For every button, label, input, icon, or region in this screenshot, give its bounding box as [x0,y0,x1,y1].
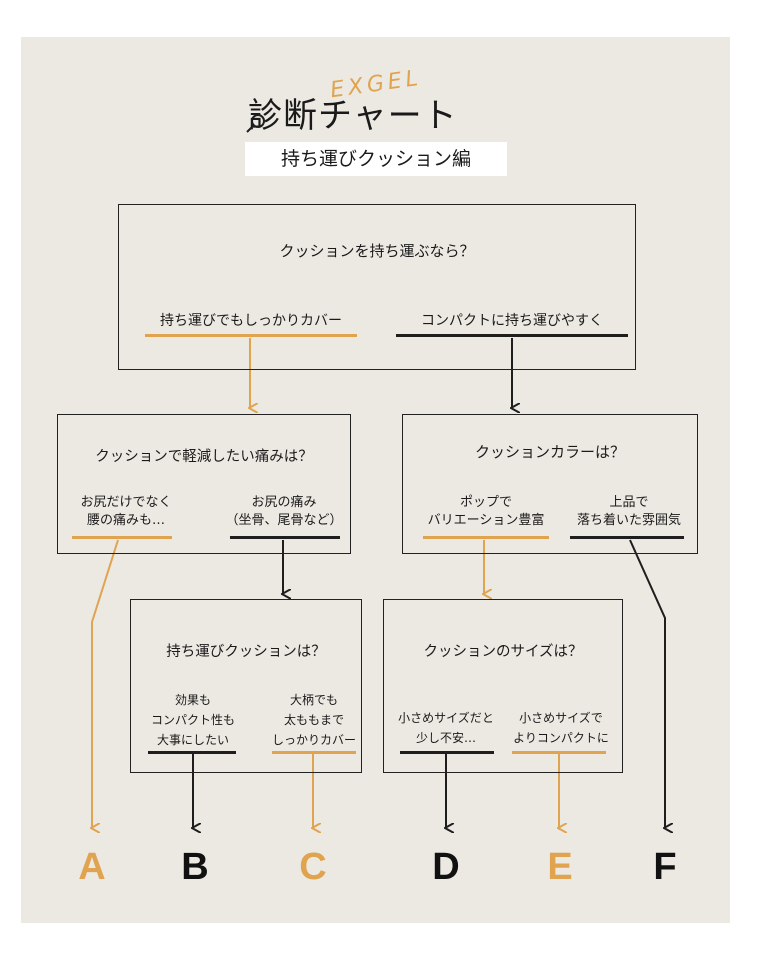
result-c: C [299,846,327,888]
page-title: 診断チャート [248,96,458,136]
q3-option-right-line2: 落ち着いた雰囲気 [576,513,681,528]
q1-option-right: コンパクトに持ち運びやすく [421,313,603,329]
question-box-3 [402,414,698,554]
q2-option-left: お尻だけでなく 腰の痛みも… [66,494,186,530]
question-2-text: クッションで軽減したい痛みは？ [95,449,313,465]
q4-option-left-line3: 大事にしたい [156,733,229,747]
question-box-4 [130,599,362,773]
q2-option-right-line1: お尻の痛み [251,495,317,510]
magnifier-icon [246,114,265,133]
q1-option-left: 持ち運びでもしっかりカバー [160,313,342,329]
q1-option-left-underline [145,334,357,337]
q4-option-right-underline [272,751,356,754]
q5-option-right-line1: 小さめサイズで [519,711,603,725]
q3-option-left: ポップで バリエーション豊富 [412,494,560,530]
q3-option-left-underline [423,536,549,539]
question-box-2 [57,414,351,554]
page-subtitle: 持ち運びクッション編 [245,142,507,176]
result-f: F [653,846,677,888]
result-e: E [547,846,573,888]
q5-option-right-underline [512,751,606,754]
q2-option-right: お尻の痛み （坐骨、尾骨など） [220,494,348,530]
q2-option-left-line1: お尻だけでなく [80,495,172,510]
q3-option-right-line1: 上品で [609,495,649,510]
q3-option-right-underline [570,536,684,539]
q4-option-left-line1: 効果も [174,693,211,707]
q1-option-right-underline [396,334,628,337]
q5-option-left: 小さめサイズだと 少し不安… [388,708,504,748]
chart-background [21,37,730,923]
q4-option-right-line3: しっかりカバー [271,733,356,747]
result-b: B [181,846,209,888]
q2-option-right-line2: （坐骨、尾骨など） [225,513,343,528]
result-d: D [432,846,460,888]
q3-option-left-line2: バリエーション豊富 [427,513,545,528]
q4-option-right-line1: 大柄でも [289,693,338,707]
q4-option-left-line2: コンパクト性も [150,713,235,727]
question-1-text: クッションを持ち運ぶなら？ [279,242,475,260]
arrow-q2-left [92,539,119,828]
q5-option-right: 小さめサイズで よりコンパクトに [506,708,616,748]
question-3-text: クッションカラーは？ [474,443,625,461]
q3-option-left-line1: ポップで [459,495,512,510]
q4-option-right-line2: 太ももまで [283,713,344,727]
q2-option-left-underline [72,536,172,539]
question-5-text: クッションのサイズは？ [423,644,583,660]
q2-option-right-underline [230,536,340,539]
q5-option-left-line2: 少し不安… [415,731,476,745]
q4-option-left: 効果も コンパクト性も 大事にしたい [138,690,248,750]
q4-option-right: 大柄でも 太ももまで しっかりカバー [262,690,366,750]
q5-option-left-underline [400,751,494,754]
question-box-1 [118,204,636,370]
q4-option-left-underline [148,751,236,754]
arrow-q3-right [629,539,665,828]
q3-option-right: 上品で 落ち着いた雰囲気 [566,494,692,530]
question-4-text: 持ち運びクッションは？ [166,644,326,660]
question-box-5 [383,599,623,773]
result-a: A [78,846,106,888]
q2-option-left-line2: 腰の痛みも… [86,513,165,528]
q5-option-right-line2: よりコンパクトに [513,731,609,745]
q5-option-left-line1: 小さめサイズだと [398,711,494,725]
